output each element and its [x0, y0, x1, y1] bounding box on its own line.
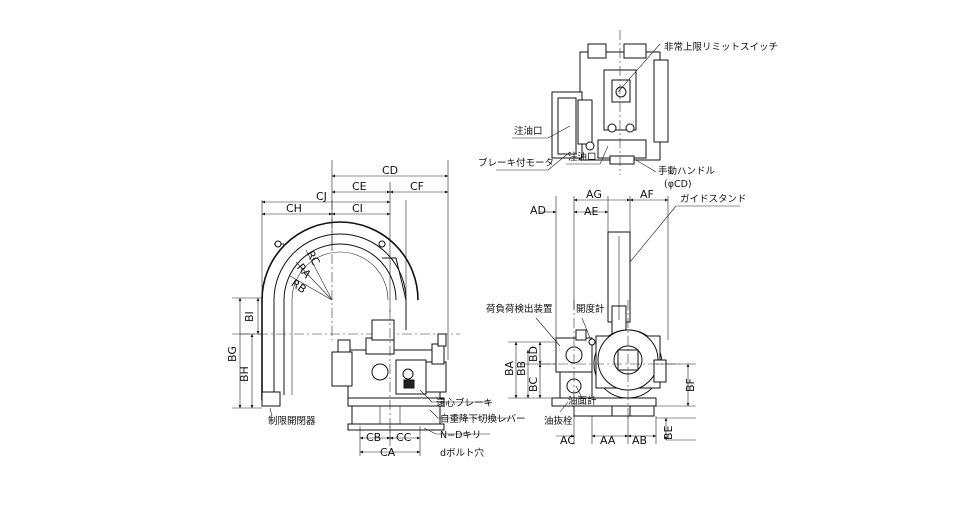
dim-cc: CC	[396, 431, 412, 444]
callout-drain-plug: 油抜栓	[544, 415, 573, 427]
dim-ch: CH	[286, 202, 302, 215]
dim-bb: BB	[515, 361, 528, 376]
dim-bc: BC	[527, 377, 540, 392]
top-view-callouts: 非常上限リミットスイッチ 注油口 ブレーキ付モータ 注油口 手動ハンドル (φC…	[478, 41, 778, 190]
dim-cb: CB	[366, 431, 381, 444]
callout-opening-gauge: 開度計	[576, 303, 605, 315]
callout-emergency-limit-switch: 非常上限リミットスイッチ	[664, 41, 778, 53]
top-view	[551, 30, 669, 175]
side-view	[240, 200, 460, 440]
side-view-top-dimensions: CD CE CF CJ CH CI RC RA RB	[261, 160, 449, 360]
dim-ab: AB	[632, 434, 647, 447]
side-view-callouts: 制限開閉器 遠心ブレーキ 自重降下切換レバー N−Dキリ dボルト穴	[268, 389, 526, 459]
dim-ce: CE	[352, 180, 367, 193]
callout-overload-detector: 荷負荷検出装置	[486, 303, 553, 315]
side-view-bottom-dimensions: CB CC CA	[359, 426, 421, 459]
callout-brake-motor: ブレーキ付モータ	[478, 157, 554, 169]
front-view	[540, 231, 680, 420]
front-view-bottom-dimensions: AC AA AB	[556, 416, 657, 447]
dim-cf: CF	[410, 180, 424, 193]
callout-oil-gauge: 油面計	[568, 395, 597, 407]
callout-limit-switch-device: 制限開閉器	[268, 415, 316, 427]
front-view-left-dimensions: BA BB BD BC	[503, 341, 556, 399]
callout-switch-lever: 自重降下切換レバー	[440, 413, 526, 425]
callout-guide-stand: ガイドスタンド	[680, 194, 747, 205]
front-view-top-dimensions: AG AF AD AE	[530, 188, 669, 340]
callout-n-d-holes: N−Dキリ	[440, 430, 481, 441]
callout-oil-port-left: 注油口	[514, 125, 543, 137]
dim-ad: AD	[530, 204, 546, 217]
front-view-right-dimensions: BF BE	[656, 363, 697, 441]
dim-bf: BF	[684, 378, 697, 392]
dim-cj: CJ	[316, 190, 327, 203]
callout-centrifugal-brake: 遠心ブレーキ	[436, 397, 493, 409]
side-view-left-dimensions: BI BG BH	[226, 297, 262, 409]
dim-ca: CA	[380, 446, 396, 459]
callout-manual-handle: 手動ハンドル	[658, 165, 716, 177]
callout-d-bolt-holes: dボルト穴	[440, 447, 485, 459]
dim-ba: BA	[503, 360, 516, 376]
dim-be: BE	[662, 425, 675, 440]
dim-bg: BG	[226, 346, 239, 362]
callout-oil-port-right: 注油口	[568, 151, 597, 163]
dim-aa: AA	[600, 434, 616, 447]
dim-bh: BH	[238, 366, 251, 382]
front-view-callouts: ガイドスタンド 荷負荷検出装置 開度計 油面計 油抜栓	[486, 194, 747, 427]
dim-ae: AE	[584, 205, 599, 218]
callout-manual-handle-dim: (φCD)	[664, 179, 692, 190]
dim-ac: AC	[560, 434, 575, 447]
dim-af: AF	[640, 188, 654, 201]
dim-bd: BD	[527, 346, 540, 362]
dim-bi: BI	[243, 311, 256, 322]
dim-ag: AG	[586, 188, 602, 201]
dim-ci: CI	[352, 202, 363, 215]
dim-rb: RB	[289, 277, 309, 296]
dim-cd: CD	[382, 164, 398, 177]
